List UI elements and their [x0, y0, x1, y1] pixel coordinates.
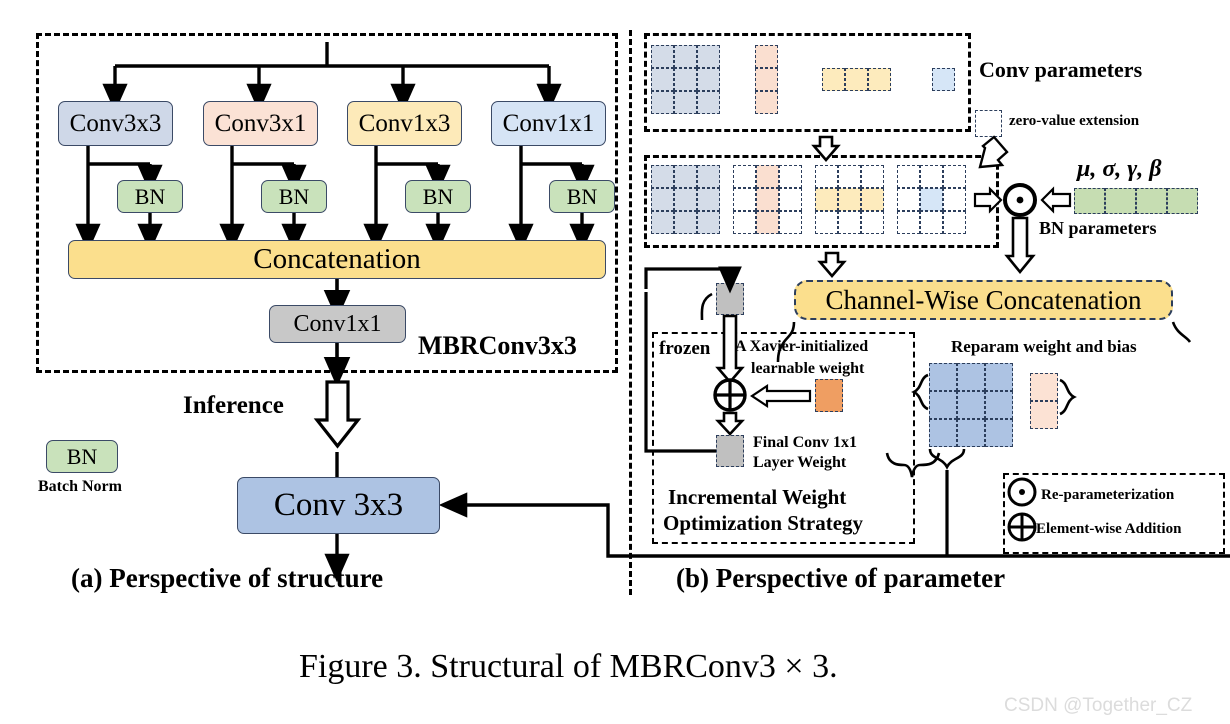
legend-reparam-label: Re-parameterization [1041, 487, 1175, 503]
padded-kernel-4 [897, 165, 966, 234]
final-weight-swatch [716, 435, 744, 467]
branch-label: Conv3x1 [214, 109, 307, 137]
conv1x1-label: Conv1x1 [293, 310, 382, 337]
inference-label: Inference [183, 392, 284, 419]
reparam-weight-kernel [929, 363, 1013, 447]
final-weight-line1: Final Conv 1x1 [753, 434, 858, 451]
branch-box-conv3x3[interactable]: Conv3x3 [58, 101, 173, 146]
channel-concat-label: Channel-Wise Concatenation [825, 284, 1142, 315]
kernel-1x3-yellow [822, 68, 891, 91]
legend-batch-norm-caption: Batch Norm [38, 478, 122, 495]
xavier-label-line2: learnable weight [751, 360, 865, 377]
legend-addition-label: Element-wise Addition [1036, 521, 1182, 537]
kernel-3x3-blue [651, 45, 720, 114]
reparam-label: Reparam weight and bias [951, 337, 1137, 356]
bn-label: BN [566, 183, 598, 209]
bn-label: BN [422, 183, 454, 209]
bn-parameter-strip [1074, 188, 1198, 214]
xavier-label-line1: A Xavier-initialized [735, 338, 869, 355]
output-label: Conv 3x3 [273, 487, 404, 523]
mbrconv-group-label: MBRConv3x3 [418, 331, 577, 360]
bn-box-2[interactable]: BN [261, 180, 327, 213]
bn-symbols-label: μ, σ, γ, β [1077, 156, 1162, 182]
concatenation-label: Concatenation [253, 243, 421, 275]
learnable-weight-swatch [815, 379, 843, 412]
panel-divider [629, 30, 632, 595]
bn-label: BN [134, 183, 166, 209]
padded-kernel-3 [815, 165, 884, 234]
figure-caption: Figure 3. Structural of MBRConv3 × 3. [299, 648, 838, 685]
branch-label: Conv1x1 [502, 109, 595, 137]
reparam-bias-kernel [1030, 373, 1058, 429]
zero-extension-swatch [975, 110, 1002, 137]
output-conv3x3-box[interactable]: Conv 3x3 [237, 477, 440, 534]
conv-parameters-label: Conv parameters [979, 57, 1143, 82]
bn-box-4[interactable]: BN [549, 180, 615, 213]
watermark: CSDN @Together_CZ [1004, 695, 1193, 716]
frozen-label: frozen [659, 338, 711, 359]
bn-parameters-label: BN parameters [1039, 218, 1157, 238]
final-weight-line2: Layer Weight [753, 454, 847, 471]
bn-box-3[interactable]: BN [405, 180, 471, 213]
padded-kernel-1 [651, 165, 720, 234]
strategy-line2: Optimization Strategy [663, 511, 864, 535]
symbol-legend-outline [1003, 473, 1225, 554]
branch-label: Conv3x3 [69, 109, 162, 137]
conv1x1-box[interactable]: Conv1x1 [269, 305, 406, 343]
bn-box-1[interactable]: BN [117, 180, 183, 213]
frozen-weight-swatch [716, 283, 744, 315]
bn-label: BN [278, 183, 310, 209]
legend-bn-badge: BN [46, 440, 118, 473]
kernel-1x1-lightblue [932, 68, 955, 91]
panel-b-outline [644, 33, 971, 132]
concatenation-box[interactable]: Concatenation [68, 240, 606, 279]
channel-concat-box[interactable]: Channel-Wise Concatenation [794, 280, 1173, 320]
strategy-line1: Incremental Weight [668, 485, 847, 509]
panel-b-title: (b) Perspective of parameter [676, 563, 1006, 593]
branch-box-conv3x1[interactable]: Conv3x1 [203, 101, 318, 146]
branch-box-conv1x3[interactable]: Conv1x3 [347, 101, 462, 146]
legend-bn-label: BN [66, 443, 98, 469]
panel-a-title: (a) Perspective of structure [71, 563, 384, 593]
zero-extension-label: zero-value extension [1009, 113, 1140, 129]
kernel-3x1-peach [755, 45, 778, 114]
branch-box-conv1x1[interactable]: Conv1x1 [491, 101, 606, 146]
padded-kernel-2 [733, 165, 802, 234]
branch-label: Conv1x3 [358, 109, 451, 137]
